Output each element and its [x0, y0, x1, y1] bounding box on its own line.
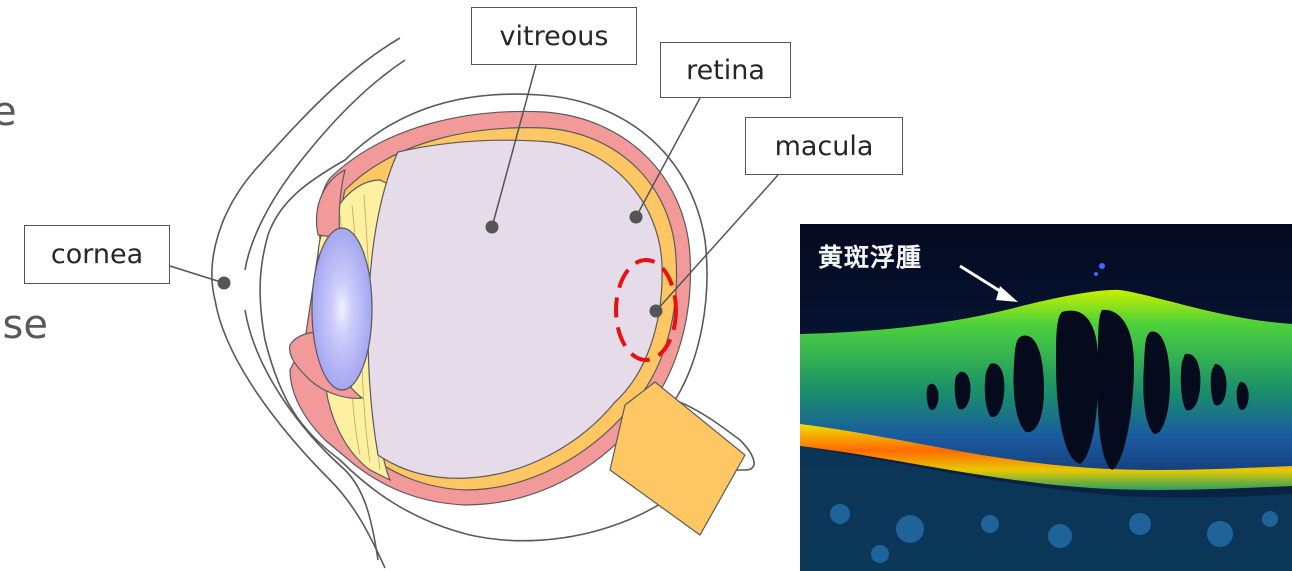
retina-marker-dot: [630, 211, 643, 224]
optic-nerve: [610, 382, 745, 535]
label-retina: retina: [660, 42, 791, 98]
oct-scan-image: [800, 224, 1292, 571]
lens: [312, 228, 372, 390]
label-macula: macula: [745, 117, 903, 175]
macula-marker-dot: [650, 305, 663, 318]
oct-caption: 黄斑浮腫: [818, 238, 922, 274]
cornea-marker-dot: [218, 277, 231, 290]
cornea-leader-line: [170, 266, 224, 283]
label-vitreous: vitreous: [471, 7, 637, 65]
vitreous-marker-dot: [486, 221, 499, 234]
label-cornea: cornea: [24, 225, 170, 284]
